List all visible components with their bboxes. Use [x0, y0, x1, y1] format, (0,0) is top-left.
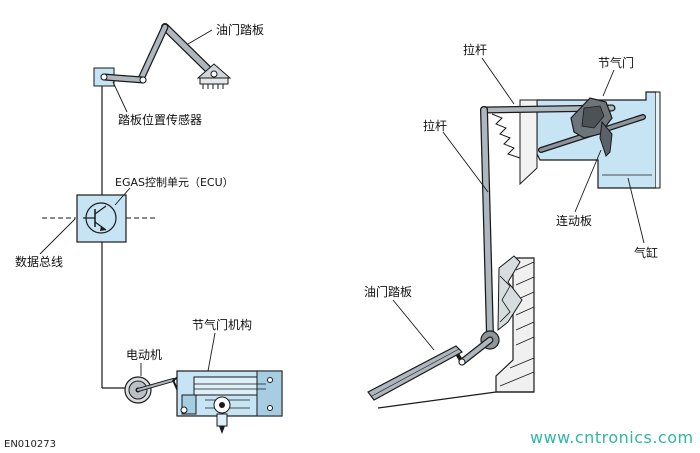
side-pull-rod — [480, 106, 500, 350]
label-throttle-valve: 节气门 — [598, 56, 635, 70]
ecu-unit — [42, 194, 158, 243]
throttle-mechanism — [176, 370, 283, 434]
leaders-left — [39, 29, 216, 376]
label-cylinder: 气缸 — [634, 246, 659, 260]
label-electric-motor: 电动机 — [126, 348, 163, 362]
firewall — [495, 255, 535, 393]
pedal-left — [137, 23, 232, 89]
label-accelerator-pedal-left: 油门踏板 — [216, 23, 265, 37]
watermark: www.cntronics.com — [530, 428, 694, 447]
floor — [377, 391, 534, 409]
electric-motor — [124, 373, 185, 404]
return-spring — [491, 113, 521, 159]
label-pull-rod-top: 拉杆 — [463, 43, 488, 57]
label-accelerator-pedal-right: 油门踏板 — [364, 285, 413, 299]
throttle-body-cylinder — [519, 91, 661, 189]
label-linkage-plate: 连动板 — [556, 214, 593, 228]
figure-code: EN010273 — [4, 439, 56, 450]
pedal-right — [367, 336, 494, 401]
label-egas-ecu: EGAS控制单元（ECU） — [115, 176, 234, 189]
label-throttle-mechanism: 节气门机构 — [192, 318, 253, 332]
label-data-bus: 数据总线 — [15, 255, 64, 269]
pedal-position-sensor — [93, 67, 147, 87]
leaders-right — [392, 57, 645, 351]
linkage-plate-shape — [570, 97, 613, 157]
label-pedal-position-sensor: 踏板位置传感器 — [118, 113, 203, 127]
label-pull-rod-side: 拉杆 — [423, 119, 448, 133]
